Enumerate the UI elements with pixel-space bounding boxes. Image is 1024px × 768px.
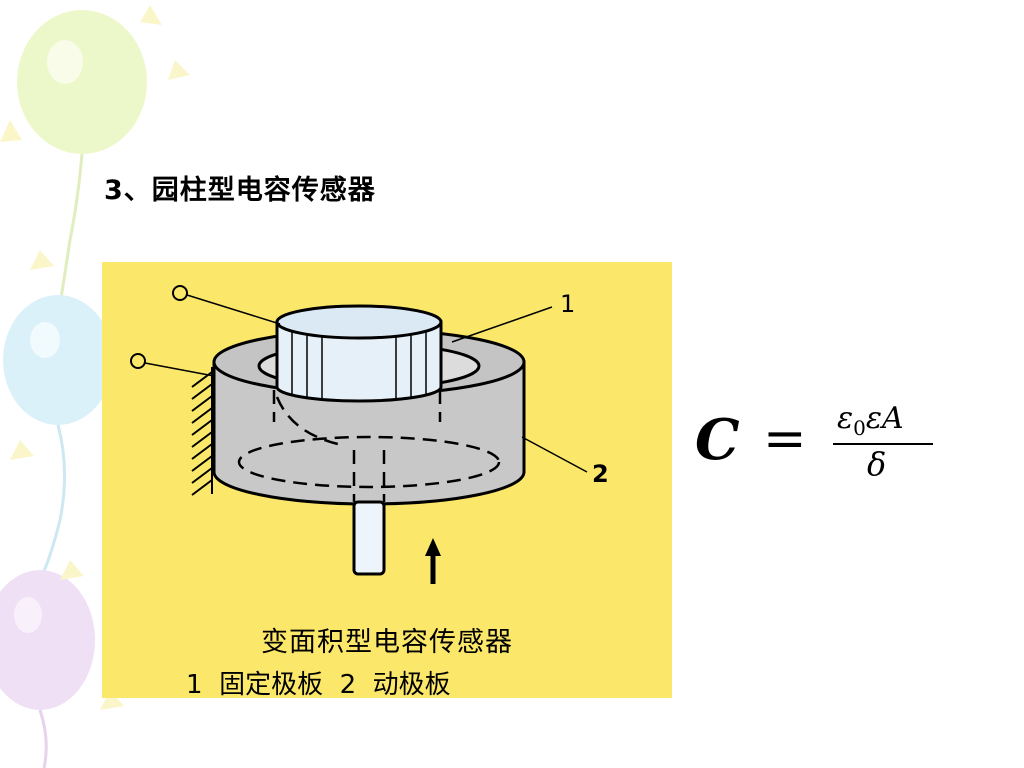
lead-wires xyxy=(130,285,588,473)
callout-label-1: 1 xyxy=(560,290,576,318)
movement-arrow xyxy=(425,538,441,584)
sensor-figure: 1 2 变面积型电容传感器 1 固定极板 2 动极板 xyxy=(102,262,672,700)
shaft xyxy=(352,500,386,576)
formula-lhs: C xyxy=(695,407,740,473)
fixed-wall-hatch xyxy=(191,367,213,496)
formula-denominator: δ xyxy=(867,445,887,483)
balloon-decoration xyxy=(0,5,190,768)
figure-caption: 变面积型电容传感器 xyxy=(261,627,513,658)
capacitance-formula: C = ε0εA δ xyxy=(695,401,945,485)
inner-cylinder-top xyxy=(275,304,443,340)
hidden-lines xyxy=(237,390,501,502)
sensor-diagram xyxy=(130,285,588,584)
formula-fraction-bar xyxy=(833,443,933,445)
inner-cylinder xyxy=(275,320,443,403)
slide-title: 3、园柱型电容传感器 xyxy=(104,175,376,206)
figure-legend: 1 固定极板 2 动极板 xyxy=(186,670,451,700)
formula-equals: = xyxy=(763,409,807,469)
callout-label-2: 2 xyxy=(592,460,609,488)
inner-cylinder-ribs xyxy=(291,328,427,400)
formula-numerator: ε0εA xyxy=(837,401,904,440)
